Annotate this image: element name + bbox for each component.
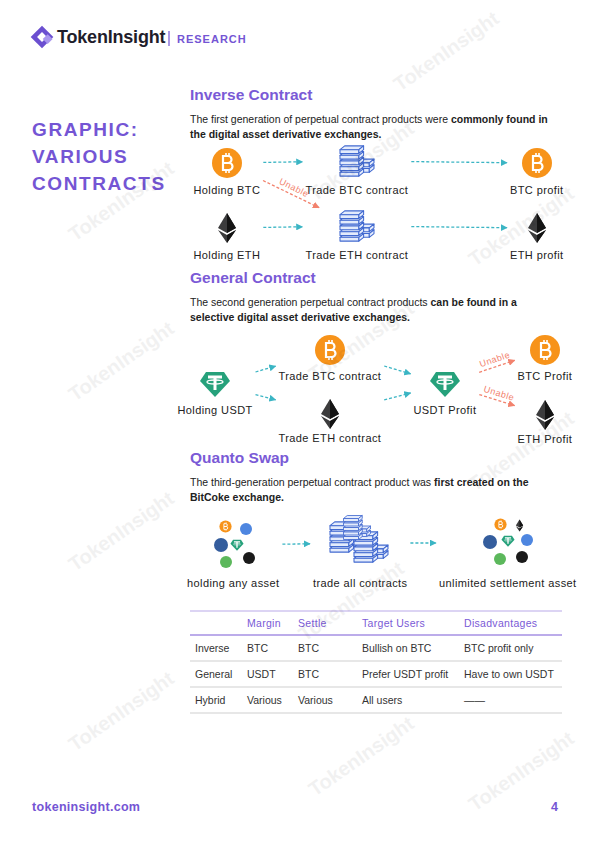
node-label: BTC Profit (518, 370, 573, 382)
description-text: The third-generation perpetual contract … (190, 476, 431, 488)
section-heading: General Contract (190, 269, 316, 287)
table-header: Disadvantages (464, 617, 537, 629)
dashed-arrow (282, 543, 310, 545)
asset-cluster (214, 520, 255, 568)
edge-label: Unable (482, 384, 515, 403)
asset-node: Holding ETH (194, 212, 261, 261)
watermark: TokenInsight (65, 667, 179, 756)
edge-label: Unable (278, 176, 311, 199)
asset-node: USDT Profit (414, 368, 477, 416)
watermark: TokenInsight (65, 487, 179, 576)
dashed-arrow (263, 161, 302, 163)
node-label: Holding ETH (194, 249, 261, 261)
node-label: Holding BTC (194, 184, 261, 196)
dashed-arrow (263, 226, 302, 228)
dashed-arrow (411, 162, 507, 163)
edge-label: Unable (478, 350, 511, 370)
table-cell: Hybrid (195, 694, 225, 706)
node-label: USDT Profit (414, 404, 477, 416)
asset-node: Trade ETH contract (306, 209, 409, 261)
page-number: 4 (551, 800, 558, 814)
table-cell: Inverse (195, 642, 229, 654)
description-paragraph: The third-generation perpetual contract … (190, 475, 562, 505)
node-label: Trade BTC contract (306, 184, 409, 196)
section-tag: RESEARCH (177, 33, 247, 45)
dashed-arrow (410, 542, 436, 543)
dashed-arrow (411, 227, 507, 228)
node-label: ETH Profit (518, 433, 573, 445)
watermark: TokenInsight (65, 317, 179, 406)
brand-logo (31, 26, 54, 49)
node-label: unlimited settlement asset (439, 577, 577, 589)
brand-name: TokenInsight (57, 27, 165, 48)
asset-node: Trade BTC contract (306, 144, 409, 196)
watermark: TokenInsight (305, 712, 419, 801)
table-cell: —— (464, 694, 485, 706)
asset-node: holding any asset (187, 519, 279, 589)
asset-node: BTC Profit (518, 334, 573, 382)
table-cell: All users (362, 694, 402, 706)
dashed-arrow (384, 393, 410, 400)
table-cell: Various (247, 694, 282, 706)
table-rules (190, 611, 562, 713)
node-label: trade all contracts (313, 577, 407, 589)
table-cell: Have to own USDT (464, 668, 554, 680)
node-label: holding any asset (187, 577, 279, 589)
section-heading: Quanto Swap (190, 449, 289, 467)
asset-node: Trade ETH contract (279, 398, 382, 444)
table-cell: General (195, 668, 232, 680)
asset-node: Holding BTC (194, 147, 261, 196)
asset-node: trade all contracts (313, 518, 407, 589)
node-label: Trade ETH contract (279, 432, 382, 444)
asset-cluster (483, 518, 533, 565)
node-label: BTC profit (510, 184, 564, 196)
asset-node: ETH Profit (518, 399, 573, 445)
dashed-arrow (256, 395, 276, 400)
asset-node: BTC profit (510, 147, 564, 196)
watermark: TokenInsight (465, 727, 579, 816)
node-label: Holding USDT (178, 404, 253, 416)
dashed-arrow (256, 366, 276, 372)
asset-node: Holding USDT (178, 368, 253, 416)
section-heading: Inverse Contract (190, 86, 312, 104)
table-header: Target Users (362, 617, 425, 629)
node-label: Trade BTC contract (279, 370, 382, 382)
node-label: ETH profit (510, 249, 564, 261)
asset-node: unlimited settlement asset (439, 517, 577, 589)
watermark: TokenInsight (295, 557, 409, 646)
watermark: TokenInsight (390, 7, 504, 96)
asset-node: Trade BTC contract (279, 334, 382, 382)
table-cell: BTC (298, 668, 319, 680)
table-cell: BTC profit only (464, 642, 533, 654)
footer-text: tokeninsight.com (32, 800, 140, 814)
asset-node: ETH profit (510, 212, 564, 261)
table-cell: Bullish on BTC (362, 642, 431, 654)
table-cell: Various (298, 694, 333, 706)
node-label: Trade ETH contract (306, 249, 409, 261)
table-cell: USDT (247, 668, 276, 680)
table-header: Margin (247, 617, 281, 629)
dashed-arrow (384, 366, 410, 374)
watermark: TokenInsight (65, 157, 179, 246)
table-cell: Prefer USDT profit (362, 668, 448, 680)
separator (168, 31, 169, 46)
table-cell: BTC (247, 642, 268, 654)
